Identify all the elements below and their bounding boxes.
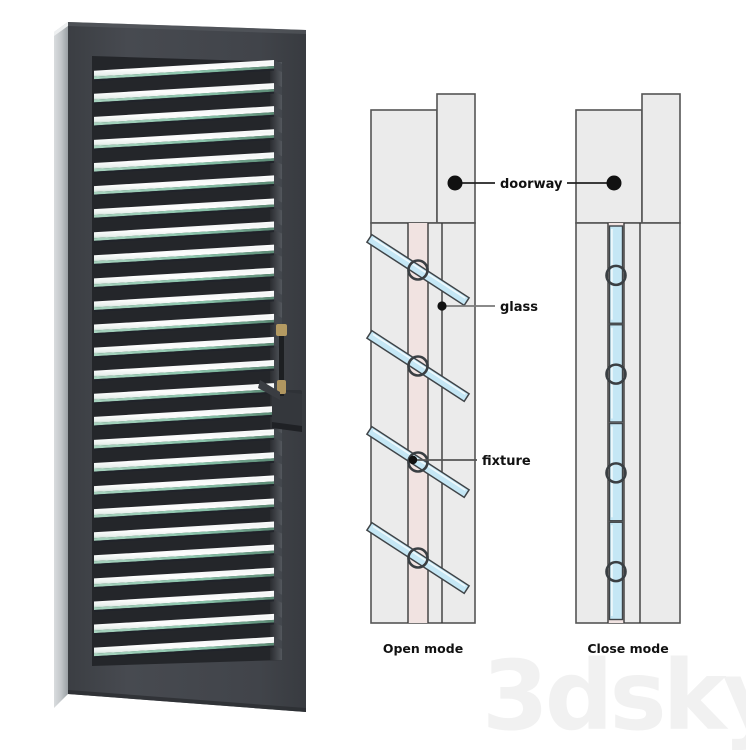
callout-glass-label: glass	[500, 300, 538, 315]
glass-slat	[94, 244, 282, 266]
glass-slat	[94, 198, 282, 220]
close-doorway-block	[575, 93, 681, 224]
glass-slat	[94, 152, 282, 174]
callout-glass: glass	[437, 300, 538, 315]
pivot-fixture	[605, 560, 627, 583]
diagram-glass-slat	[365, 233, 471, 307]
glass-slat	[94, 613, 282, 636]
glass-slat	[94, 590, 282, 613]
callout-doorway: doorway	[447, 175, 622, 192]
glass-slat	[94, 498, 282, 520]
glass-slat-stack	[94, 60, 282, 659]
pivot-fixture	[605, 462, 627, 484]
glass-slat	[94, 636, 282, 659]
diagram-glass-slat	[608, 422, 624, 522]
glass-slat	[94, 383, 282, 405]
glass-slat	[94, 360, 282, 382]
glass-slat	[94, 83, 282, 105]
open-doorway-block	[370, 93, 476, 224]
close-glass-slats	[605, 225, 627, 621]
glass-slat	[94, 313, 282, 336]
glass-slat	[94, 406, 282, 428]
diagram-glass-slat	[365, 329, 471, 403]
pivot-fixture	[605, 363, 627, 385]
open-mode-diagram	[365, 93, 476, 624]
diagram-glass-slat	[365, 521, 471, 595]
glass-slat	[94, 567, 282, 589]
callout-fixture: fixture	[408, 454, 531, 469]
glass-slat	[94, 106, 282, 128]
close-mode-diagram	[575, 93, 681, 624]
glass-slat	[94, 60, 282, 82]
glass-slat	[94, 452, 282, 474]
glass-slat	[94, 475, 282, 497]
door-side-face	[54, 22, 68, 708]
open-glass-slats	[365, 233, 471, 595]
louvre-actuator-mechanism[interactable]	[258, 324, 302, 432]
glass-slat	[94, 221, 282, 243]
diagram-glass-slat	[608, 324, 624, 423]
louvre-mechanism-diagram: doorway glass fixture Open mode Close mo…	[352, 80, 732, 680]
diagram-glass-slat	[608, 225, 624, 324]
site-watermark: 3dsky	[482, 640, 746, 752]
callout-doorway-label: doorway	[500, 177, 563, 192]
pivot-fixture	[407, 355, 429, 377]
glass-slat	[94, 129, 282, 151]
glass-slat	[94, 429, 282, 451]
glass-slat	[94, 544, 282, 566]
glass-slat	[94, 521, 282, 543]
glass-slat	[94, 336, 282, 359]
callout-fixture-label: fixture	[482, 454, 531, 469]
pivot-fixture	[605, 264, 627, 287]
pivot-fixture	[407, 451, 429, 473]
diagram-glass-slat	[608, 521, 624, 621]
glass-slat	[94, 175, 282, 197]
close-mode-title: Close mode	[587, 641, 668, 656]
glass-slat	[94, 267, 282, 289]
open-mode-title: Open mode	[383, 641, 463, 656]
louvre-door-render	[48, 8, 338, 738]
close-leaf-body	[575, 222, 681, 624]
pivot-fixture	[407, 259, 429, 281]
glass-slat	[94, 290, 282, 313]
pivot-fixture	[407, 547, 429, 569]
